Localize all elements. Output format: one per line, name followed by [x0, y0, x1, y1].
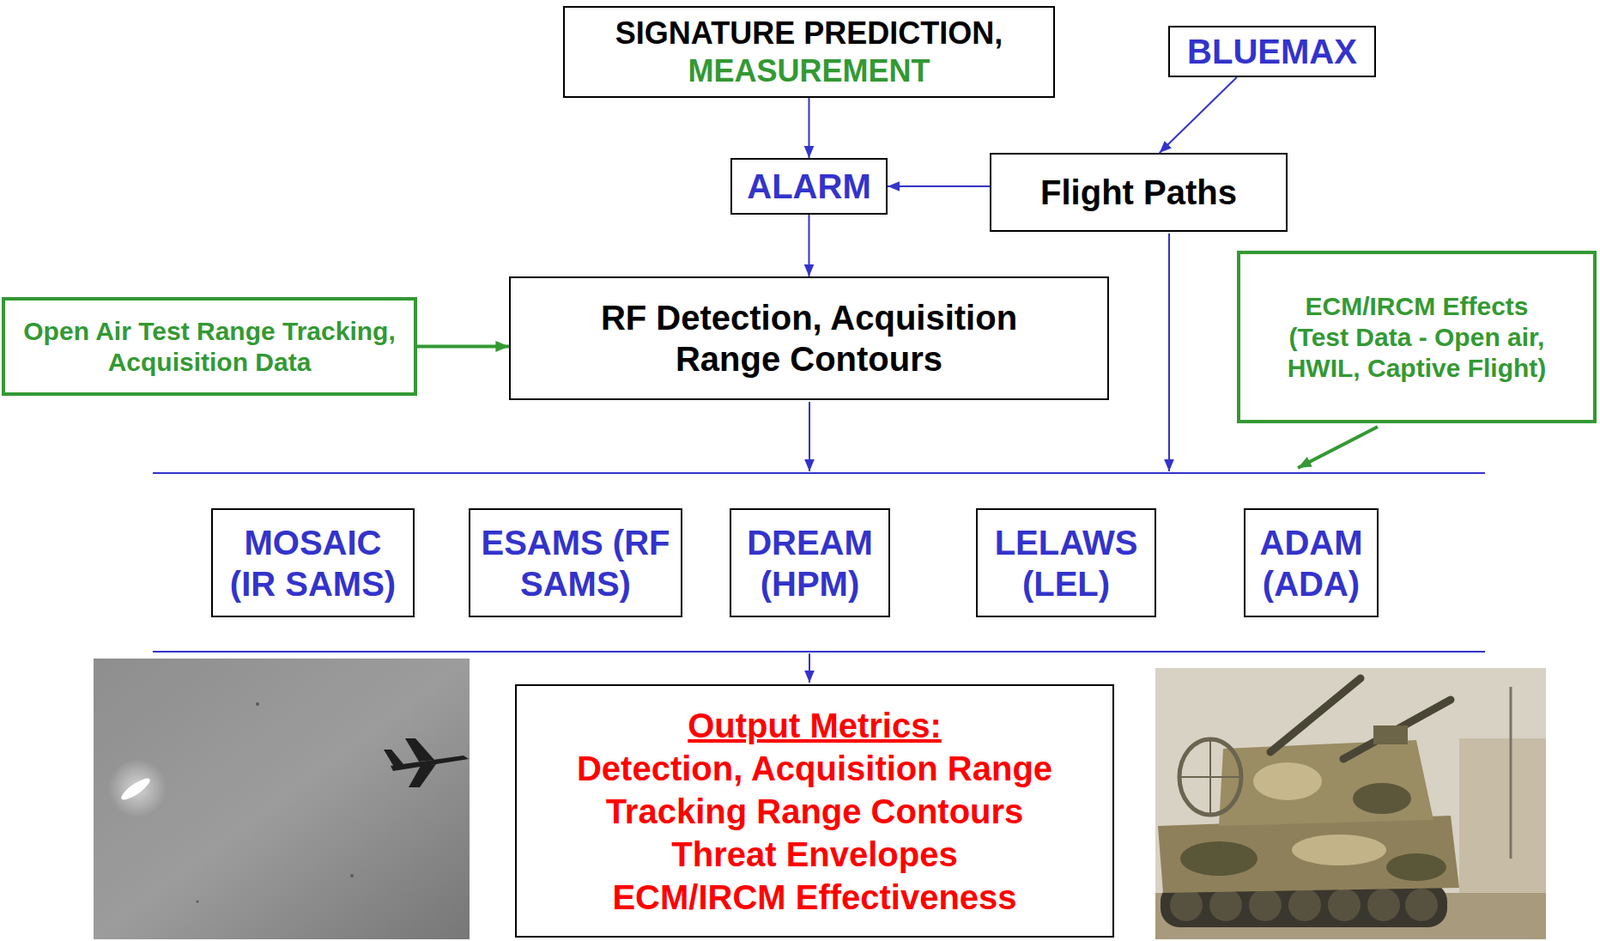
flow-arrow: [887, 185, 990, 188]
bus-arrow: [1297, 426, 1378, 468]
flow-arrow: [808, 97, 811, 158]
flow-arrow: [808, 214, 811, 277]
heading-text: Output Metrics:: [687, 703, 942, 747]
box-text: RF Detection, Acquisition Range Contours: [557, 296, 1061, 380]
photo-pole: [1509, 686, 1513, 859]
photo-speck: [255, 702, 260, 706]
tank-wheel: [1405, 888, 1438, 922]
flow-arrow: [417, 345, 510, 349]
bus-arrow: [808, 401, 811, 472]
box-text: ECM/IRCM Effectiveness: [612, 875, 1017, 919]
tank-wheel: [1169, 888, 1203, 922]
tank-wheel: [1248, 888, 1282, 922]
bus-line: [152, 472, 1485, 474]
missile-photo: [93, 658, 470, 940]
camo-patch: [1291, 834, 1387, 866]
box-text: MOSAIC (IR SAMS): [219, 521, 407, 605]
process-box: Flight Paths: [989, 152, 1288, 232]
camo-patch: [1352, 782, 1412, 814]
box-text: Detection, Acquisition Range: [576, 746, 1053, 790]
photo-sky: [1155, 667, 1546, 940]
gun-barrel: [1270, 678, 1361, 752]
bus-arrow: [808, 653, 811, 683]
output-box: Output Metrics:Detection, Acquisition Ra…: [515, 684, 1115, 938]
process-box: RF Detection, Acquisition Range Contours: [509, 276, 1110, 400]
tank-wheel: [1209, 888, 1243, 922]
test-data-box: ECM/IRCM Effects(Test Data - Open air, H…: [1236, 250, 1597, 424]
box-text: ADAM (ADA): [1252, 521, 1370, 605]
camo-patch: [1253, 762, 1322, 800]
box-text: Flight Paths: [1040, 171, 1237, 213]
test-data-box: Open Air Test Range Tracking, Acquisitio…: [1, 296, 418, 396]
box-text: MEASUREMENT: [687, 52, 930, 90]
tank-radar: [1373, 725, 1408, 745]
tank-wheel: [1367, 888, 1400, 922]
model-box: DREAM (HPM): [729, 508, 891, 618]
model-box: ADAM (ADA): [1243, 508, 1379, 618]
camo-patch: [1180, 841, 1258, 876]
jet-wing: [408, 763, 437, 788]
tank-turret: [1218, 739, 1434, 826]
tank-wheel: [1327, 888, 1361, 922]
tank-photo: [1155, 667, 1546, 940]
bus-line: [152, 650, 1485, 653]
box-text: Threat Envelopes: [671, 832, 958, 876]
box-text: LELAWS (LEL): [984, 521, 1148, 605]
box-text: BLUEMAX: [1187, 30, 1358, 73]
box-text: Tracking Range Contours: [606, 789, 1025, 833]
box-text: Open Air Test Range Tracking, Acquisitio…: [13, 315, 406, 378]
radar-dish: [1179, 739, 1242, 815]
model-box: BLUEMAX: [1168, 25, 1376, 78]
source-box: SIGNATURE PREDICTION,MEASUREMENT: [563, 6, 1055, 98]
missile: [118, 775, 153, 804]
tank-wheel: [1288, 888, 1322, 922]
bus-arrow: [1168, 233, 1170, 472]
camo-patch: [1386, 853, 1447, 881]
photo-sky: [93, 658, 470, 940]
tank-hull: [1157, 815, 1460, 893]
jet-wing: [405, 738, 435, 762]
box-text: DREAM (HPM): [738, 521, 882, 605]
model-box: LELAWS (LEL): [975, 508, 1157, 618]
box-text: ESAMS (RF SAMS): [477, 521, 674, 605]
radar-mesh: [1180, 775, 1241, 778]
box-text: SIGNATURE PREDICTION,: [615, 14, 1003, 52]
box-text: ALARM: [746, 165, 871, 207]
photo-speck: [196, 900, 200, 904]
box-text: ECM/IRCM Effects: [1304, 290, 1528, 322]
flow-arrow: [1159, 77, 1237, 153]
missile-glow: [108, 758, 167, 818]
gun-barrel: [1343, 699, 1451, 759]
model-box: ALARM: [730, 157, 888, 215]
jet-tail: [383, 749, 404, 767]
model-box: MOSAIC (IR SAMS): [211, 508, 415, 618]
bus-lines: [152, 472, 1485, 652]
model-box: ESAMS (RF SAMS): [468, 508, 683, 618]
box-text: (Test Data - Open air, HWIL, Captive Fli…: [1248, 321, 1585, 384]
photo-speck: [350, 873, 354, 878]
